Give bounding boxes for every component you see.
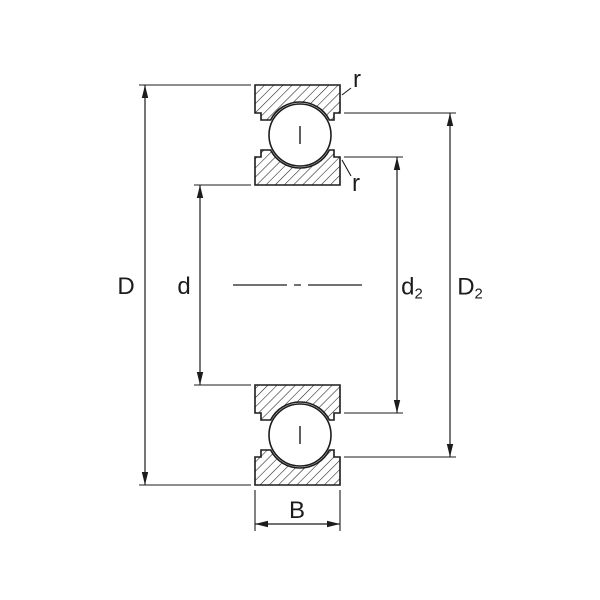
label-chamfer-r-outer: r [353, 66, 361, 93]
label-D2-subscript: 2 [474, 286, 483, 303]
label-outer-shoulder-diameter-D2: D2 [457, 275, 483, 302]
inner-ring-bottom-section [254, 384, 341, 421]
arrow-D2-up [446, 113, 454, 126]
arrow-D-up [141, 85, 149, 98]
label-width-B: B [288, 497, 306, 524]
outer-ring-top-section [254, 84, 341, 121]
label-inner-shoulder-diameter-d2: d2 [401, 275, 423, 302]
arrow-D2-down [446, 444, 454, 457]
arrow-B-right [327, 520, 340, 528]
inner-ring-top-section [254, 149, 341, 186]
arrow-d2-up [393, 157, 401, 170]
arrow-d2-down [393, 400, 401, 413]
leader-line-r-outer [341, 87, 352, 96]
label-d2-main: d [401, 273, 415, 301]
arrow-d-up [196, 185, 204, 198]
arrow-D-down [141, 472, 149, 485]
arrow-B-left [255, 520, 268, 528]
label-outer-diameter-D: D [117, 273, 135, 300]
outer-ring-bottom-section [254, 449, 341, 486]
label-D2-main: D [457, 273, 475, 301]
leader-line-r-inner [341, 159, 352, 177]
arrow-d-down [196, 372, 204, 385]
label-d2-subscript: 2 [414, 286, 423, 303]
label-chamfer-r-inner: r [352, 170, 360, 197]
label-bore-diameter-d: d [177, 273, 191, 300]
